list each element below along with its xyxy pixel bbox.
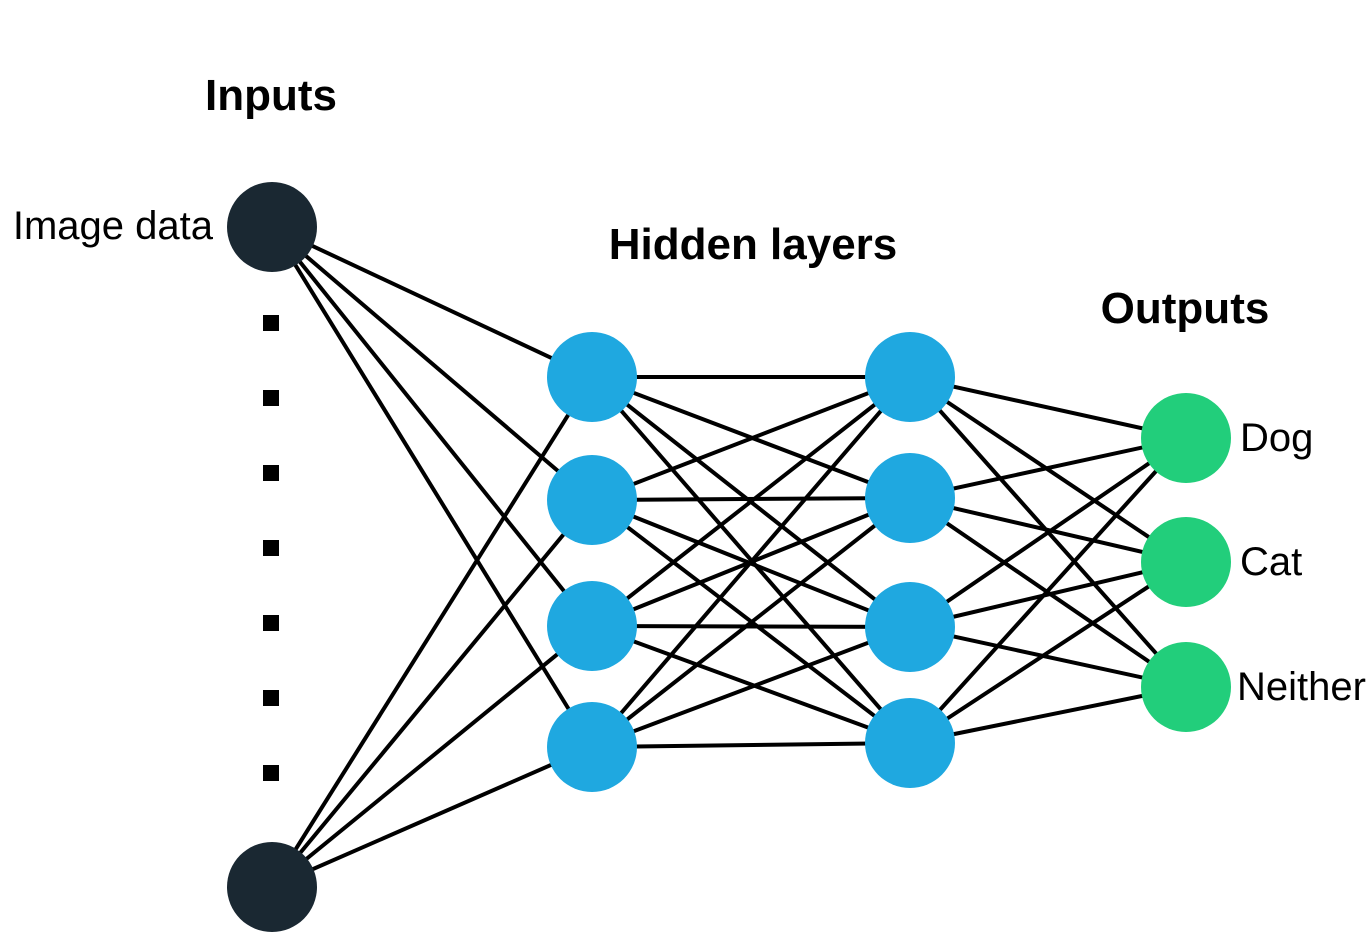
hidden-node bbox=[865, 582, 955, 672]
connection-line bbox=[270, 375, 594, 889]
output-node bbox=[1141, 517, 1231, 607]
connection-line bbox=[909, 436, 1187, 500]
connection-line bbox=[591, 375, 911, 502]
connection-line bbox=[909, 685, 1187, 745]
input-node bbox=[227, 182, 317, 272]
output-label-cat: Cat bbox=[1240, 540, 1303, 584]
connection-line bbox=[271, 745, 593, 889]
ellipsis-dot bbox=[263, 390, 279, 406]
connection-line bbox=[270, 225, 594, 502]
connection-line bbox=[590, 375, 912, 749]
ellipsis-dot bbox=[263, 690, 279, 706]
input-node-label: Image data bbox=[12, 204, 213, 248]
connection-line bbox=[591, 625, 911, 749]
outputs-title: Outputs bbox=[1100, 284, 1270, 333]
connection-line bbox=[590, 375, 912, 628]
connection-line bbox=[591, 624, 911, 629]
hidden-node bbox=[547, 455, 637, 545]
connection-line bbox=[270, 624, 594, 889]
connection-line bbox=[908, 436, 1188, 745]
output-node bbox=[1141, 393, 1231, 483]
ellipsis-dot bbox=[263, 465, 279, 481]
nodes-group bbox=[227, 182, 1231, 932]
hidden-node bbox=[865, 332, 955, 422]
hidden-node bbox=[547, 332, 637, 422]
connection-line bbox=[270, 225, 594, 749]
connection-line bbox=[270, 225, 594, 628]
connection-line bbox=[591, 741, 911, 749]
connection-line bbox=[270, 498, 594, 889]
hidden-node bbox=[547, 581, 637, 671]
ellipsis-dot bbox=[263, 765, 279, 781]
ellipsis-dots-group bbox=[263, 315, 279, 781]
hidden-node bbox=[865, 453, 955, 543]
connection-line bbox=[909, 560, 1187, 629]
hidden-node bbox=[865, 698, 955, 788]
connection-line bbox=[908, 560, 1188, 745]
connection-line bbox=[271, 225, 593, 379]
hidden-node bbox=[547, 702, 637, 792]
inputs-title: Inputs bbox=[205, 71, 337, 120]
connection-line bbox=[908, 436, 1188, 629]
input-node bbox=[227, 842, 317, 932]
ellipsis-dot bbox=[263, 615, 279, 631]
connection-line bbox=[909, 375, 1187, 440]
connection-line bbox=[909, 625, 1187, 689]
output-label-dog: Dog bbox=[1240, 416, 1314, 460]
connections-group bbox=[270, 225, 1188, 889]
ellipsis-dot bbox=[263, 315, 279, 331]
ellipsis-dot bbox=[263, 540, 279, 556]
connection-line bbox=[909, 496, 1187, 564]
output-node bbox=[1141, 642, 1231, 732]
hidden-layers-title: Hidden layers bbox=[608, 220, 898, 269]
connection-line bbox=[591, 624, 911, 745]
connection-line bbox=[590, 496, 912, 749]
output-label-neither: Neither bbox=[1237, 665, 1366, 709]
